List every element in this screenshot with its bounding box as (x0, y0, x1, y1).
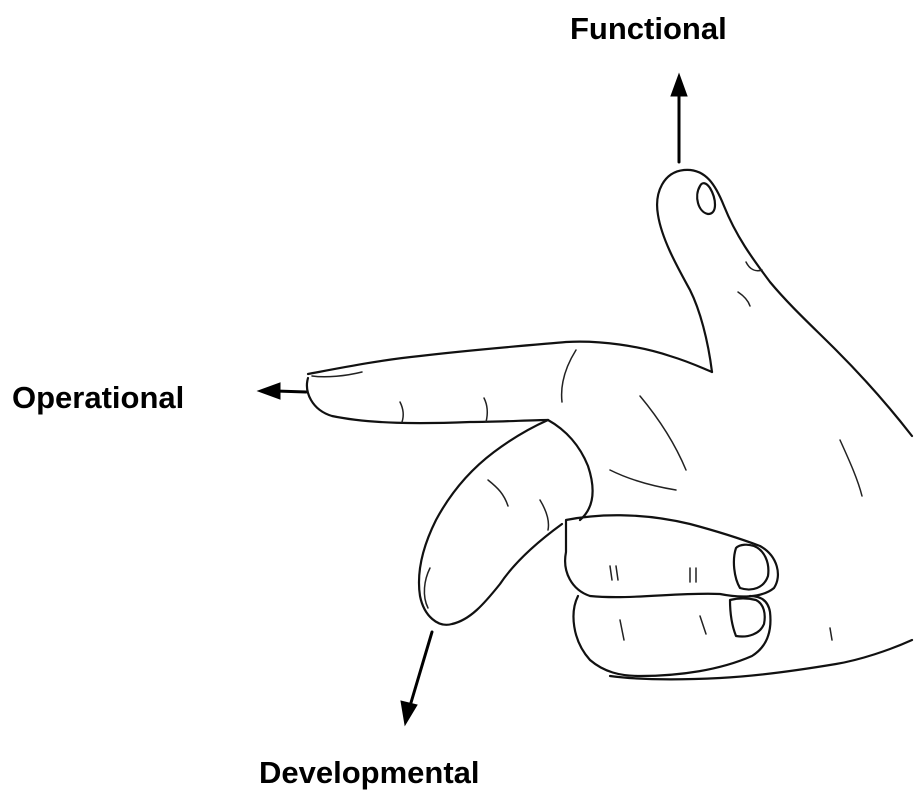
arrow-developmental (401, 632, 432, 725)
palm (548, 396, 912, 679)
label-functional: Functional (570, 13, 727, 44)
middle-finger (419, 420, 562, 625)
ring-finger-curled (565, 515, 778, 597)
arrow-operational (258, 383, 306, 399)
label-developmental: Developmental (259, 757, 480, 788)
thumb (657, 170, 912, 436)
little-finger-curled (574, 596, 832, 676)
arrow-functional (671, 74, 687, 162)
label-operational: Operational (12, 382, 184, 413)
